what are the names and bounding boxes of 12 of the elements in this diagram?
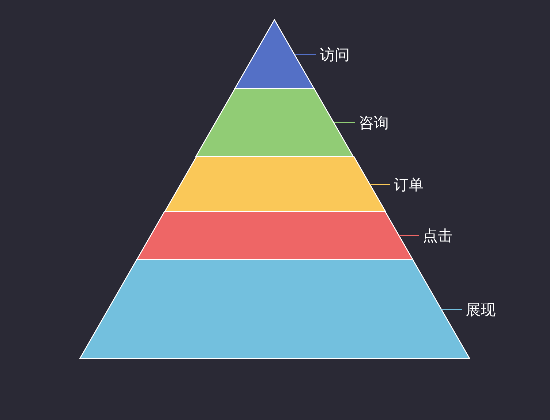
pyramid-layer — [164, 157, 386, 212]
leader-line — [334, 122, 356, 124]
pyramid-layer — [235, 20, 315, 89]
pyramid-layer — [136, 212, 414, 260]
layer-label: 点击 — [423, 226, 453, 246]
leader-line — [294, 54, 316, 56]
layer-label: 展现 — [466, 300, 496, 320]
leader-line — [369, 184, 390, 186]
layer-label: 咨询 — [359, 113, 389, 133]
layer-label: 订单 — [394, 175, 424, 195]
pyramid-layer — [196, 89, 354, 157]
layer-label: 访问 — [320, 45, 350, 65]
